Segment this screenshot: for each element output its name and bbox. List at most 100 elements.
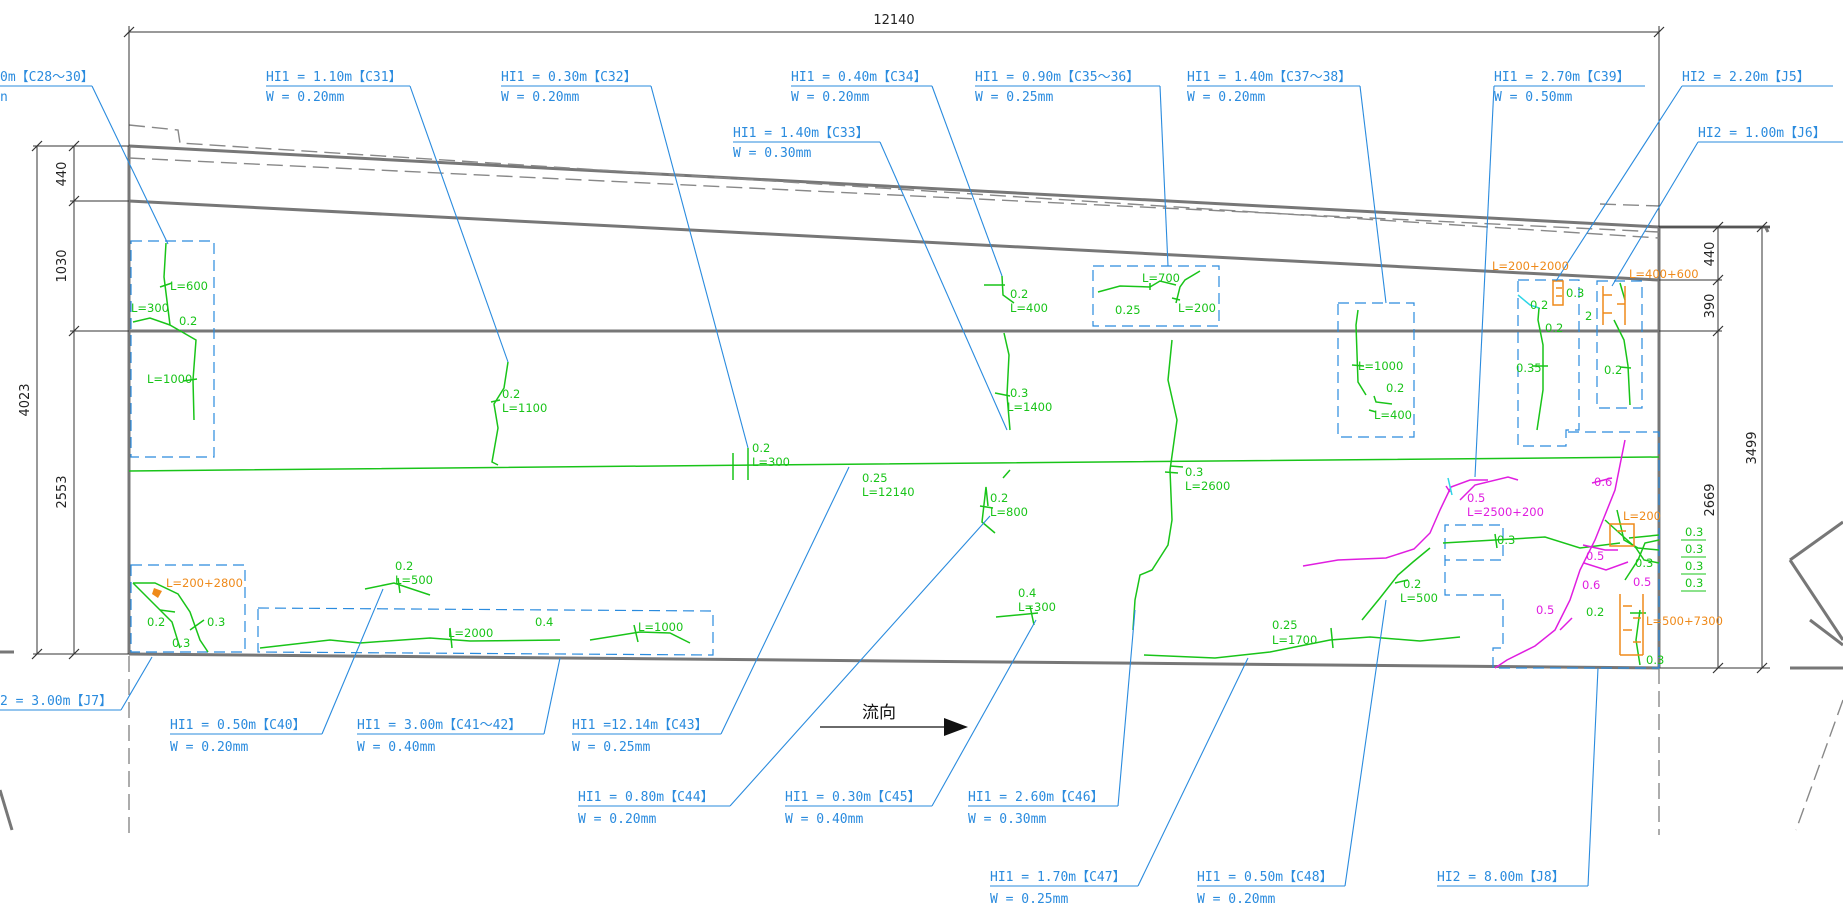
crack-label: 0.5: [1586, 549, 1604, 563]
callout-j7: 2 = 3.00m【J7】: [0, 694, 112, 709]
callout-c37-line1: HI1 = 1.40m【C37～38】: [1187, 70, 1351, 85]
callouts: 0m【C28～30】 n HI1 = 1.10m【C31】 W = 0.20mm…: [0, 70, 1826, 907]
wide-crack-labels: 0.5 L=2500+200 0.6 0.5 0.6 0.5 0.5: [1467, 475, 1651, 617]
crack-label: L=2000: [448, 626, 493, 640]
joint-label: L=200+2800: [166, 576, 243, 590]
crack-label: 0.2: [502, 387, 520, 401]
crack-label: L=500: [395, 573, 433, 587]
callout-c31-line1: HI1 = 1.10m【C31】: [266, 70, 402, 85]
callout-c46-line1: HI1 = 2.60m【C46】: [968, 790, 1104, 805]
flow-direction-indicator: 流向: [820, 703, 968, 736]
callout-leaders: [0, 85, 1843, 887]
callout-c45-line1: HI1 = 0.30m【C45】: [785, 790, 921, 805]
crack-label: 0.3: [1010, 386, 1028, 400]
callout-c40-line2: W = 0.20mm: [170, 740, 248, 755]
crack-label: L=1700: [1272, 633, 1317, 647]
crack-label: 0.3: [1185, 465, 1203, 479]
callout-c47-line1: HI1 = 1.70m【C47】: [990, 870, 1126, 885]
crack-label: 0.2: [1586, 605, 1604, 619]
callout-c34-line2: W = 0.20mm: [791, 90, 869, 105]
callout-c33-line1: HI1 = 1.40m【C33】: [733, 126, 869, 141]
joint-label: L=400+600: [1629, 267, 1699, 281]
callout-j6: HI2 = 1.00m【J6】: [1698, 126, 1826, 141]
dim-overall: 12140: [873, 13, 914, 28]
callout-c28-line1: 0m【C28～30】: [0, 70, 94, 85]
callout-c28-line2: n: [0, 90, 8, 105]
dim-right-top: 440: [1703, 242, 1718, 267]
crack-label: 0.35: [1516, 361, 1542, 375]
callout-c48-line1: HI1 = 0.50m【C48】: [1197, 870, 1333, 885]
callout-c39-line1: HI1 = 2.70m【C39】: [1494, 70, 1630, 85]
crack-label: 0.2: [1530, 298, 1548, 312]
callout-c37-line2: W = 0.20mm: [1187, 90, 1265, 105]
dim-right-low: 2669: [1703, 483, 1718, 516]
wide-cracks: [1302, 439, 1629, 669]
crack-label: L=200: [1178, 301, 1216, 315]
crack-label: 0.3: [1635, 556, 1653, 570]
callout-c40-line1: HI1 = 0.50m【C40】: [170, 718, 306, 733]
crack-label: L=1100: [502, 401, 547, 415]
dim-left-mid: 1030: [55, 249, 70, 282]
flow-label: 流向: [862, 703, 896, 723]
dim-left-total: 4023: [18, 383, 33, 416]
callout-c32-line1: HI1 = 0.30m【C32】: [501, 70, 637, 85]
crack-label: L=12140: [862, 485, 915, 499]
crack-label: L=300: [1018, 600, 1056, 614]
crack-label: L=600: [170, 279, 208, 293]
crack-label: 0.3: [1685, 525, 1703, 539]
callout-c35-line2: W = 0.25mm: [975, 90, 1053, 105]
joint-label: L=200+2000: [1492, 259, 1569, 273]
crack-label: 0.3: [1685, 542, 1703, 556]
callout-c48-line2: W = 0.20mm: [1197, 892, 1275, 907]
crack-label: 0.2: [147, 615, 165, 629]
crack-label: 2: [1585, 309, 1592, 323]
callout-c43-line2: W = 0.25mm: [572, 740, 650, 755]
joints: [152, 280, 1644, 656]
crack-label: L=1000: [1358, 359, 1403, 373]
crack-label: L=1000: [638, 620, 683, 634]
crack-label: 0.6: [1582, 578, 1600, 592]
dim-right-total: 3499: [1745, 431, 1760, 464]
crack-label: L=300: [131, 301, 169, 315]
crack-label: 0.3: [207, 615, 225, 629]
crack-label: 0.3: [172, 636, 190, 650]
callout-c46-line2: W = 0.30mm: [968, 812, 1046, 827]
callout-c45-line2: W = 0.40mm: [785, 812, 863, 827]
callout-c44-line2: W = 0.20mm: [578, 812, 656, 827]
callout-c43-line1: HI1 =12.14m【C43】: [572, 718, 708, 733]
crack-label: 0.2: [395, 559, 413, 573]
callout-c31-line2: W = 0.20mm: [266, 90, 344, 105]
dim-left-low: 2553: [55, 475, 70, 508]
callout-c41-line2: W = 0.40mm: [357, 740, 435, 755]
callout-c44-line1: HI1 = 0.80m【C44】: [578, 790, 714, 805]
cracks: [128, 242, 1660, 666]
dim-left-top: 440: [55, 162, 70, 187]
crack-label: 0.2: [1604, 363, 1622, 377]
joint-label: L=500+7300: [1646, 614, 1723, 628]
joint-label: L=200: [1623, 509, 1661, 523]
crack-label: 0.2: [1403, 577, 1421, 591]
callout-j5: HI2 = 2.20m【J5】: [1682, 70, 1810, 85]
crack-label: L=2500+200: [1467, 505, 1544, 519]
crack-label: 0.3: [1497, 533, 1515, 547]
callout-c35-line1: HI1 = 0.90m【C35～36】: [975, 70, 1139, 85]
callout-c41-line1: HI1 = 3.00m【C41～42】: [357, 718, 521, 733]
crack-label: 0.6: [1594, 475, 1612, 489]
crack-label: 0.5: [1467, 491, 1485, 505]
crack-label: 0.2: [1386, 381, 1404, 395]
crack-labels: L=600 L=300 0.2 L=1000 0.2 L=1100 0.2 L=…: [131, 271, 1703, 667]
callout-j8: HI2 = 8.00m【J8】: [1437, 870, 1565, 885]
crack-label: L=300: [752, 455, 790, 469]
crack-label: L=400: [1010, 301, 1048, 315]
crack-label: 0.3: [1566, 286, 1584, 300]
dim-right-mid: 390: [1703, 294, 1718, 319]
crack-label: 0.2: [1545, 321, 1563, 335]
callout-c47-line2: W = 0.25mm: [990, 892, 1068, 907]
crack-label: L=1000: [147, 372, 192, 386]
crack-label: 0.5: [1633, 575, 1651, 589]
inspection-areas: [130, 240, 1660, 669]
callout-c34-line1: HI1 = 0.40m【C34】: [791, 70, 927, 85]
crack-label: L=400: [1374, 408, 1412, 422]
crack-label: 0.2: [179, 314, 197, 328]
